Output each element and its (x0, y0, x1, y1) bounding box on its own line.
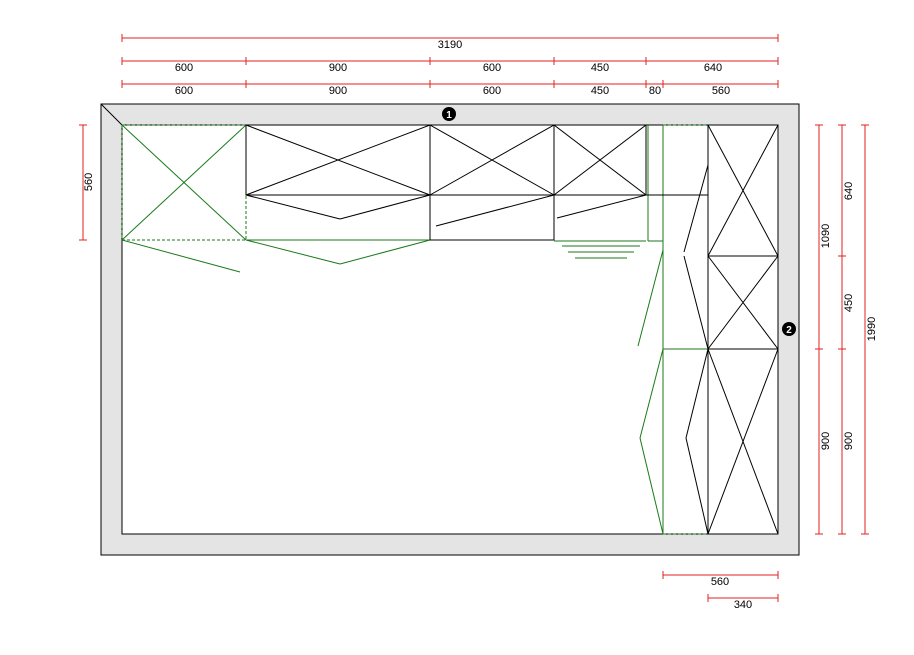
dim-right-inner: 900 (820, 432, 832, 450)
dim-left: 560 (83, 173, 95, 191)
door-swing-line (245, 194, 341, 220)
upper-cabinets (245, 124, 779, 535)
wall-marker-2[interactable]: 2 (782, 322, 796, 336)
dim-top-row1: 600 (483, 62, 501, 74)
dim-top-row2: 600 (483, 85, 501, 97)
wall-corner-joint (100, 103, 123, 126)
wall-marker-1-label: 1 (446, 110, 452, 121)
door-swing-line (245, 239, 341, 265)
room-walls (100, 103, 800, 556)
dim-right-inner: 1090 (820, 224, 832, 248)
cabinet-diagonal (553, 124, 647, 196)
cabinet-diagonal (121, 124, 247, 241)
wall-marker-2-label: 2 (786, 325, 792, 336)
dim-top-row2: 450 (591, 85, 609, 97)
dim-top-row2: 600 (175, 85, 193, 97)
dim-top-row2: 80 (649, 85, 661, 97)
door-swing-line (121, 239, 241, 273)
cabinet-diagonal (707, 255, 779, 350)
cabinet-diagonal (707, 124, 779, 257)
dim-top-row1: 600 (175, 62, 193, 74)
wall-marker-1[interactable]: 1 (442, 107, 456, 121)
door-swing-line (639, 437, 664, 535)
door-swing-line (435, 194, 555, 227)
door-swing-line (685, 348, 709, 439)
dim-right-middle: 450 (843, 294, 855, 312)
door-swing-line (339, 239, 431, 265)
door-swing-line (683, 255, 709, 350)
upper-cabinet-right-column (707, 124, 779, 535)
cabinet-diagonal (707, 348, 779, 535)
dimension-lines (79, 34, 869, 602)
wall-outline (100, 103, 800, 556)
dim-right-middle: 640 (843, 182, 855, 200)
dim-top-row1: 900 (329, 62, 347, 74)
dim-right-outer: 1990 (866, 317, 878, 341)
dim-top-row2: 900 (329, 85, 347, 97)
dim-right-middle: 900 (843, 432, 855, 450)
door-swing-line (685, 437, 709, 535)
dim-top-row1: 450 (591, 62, 609, 74)
base-cabinets (121, 124, 779, 535)
dim-top-overall: 3190 (438, 39, 462, 51)
door-swing-line (556, 194, 647, 219)
dim-bottom: 560 (711, 576, 729, 588)
dimension-labels: 3190 600 900 600 450 640 600 900 600 450… (83, 39, 878, 611)
dim-top-row1: 640 (704, 62, 722, 74)
door-swing-line (339, 194, 431, 220)
upper-cabinet-450 (553, 124, 647, 196)
door-swing-line (637, 249, 664, 347)
cabinet-diagonal (429, 124, 555, 196)
dim-top-row2: 560 (712, 85, 730, 97)
cabinet-diagonal (245, 124, 431, 196)
door-swing-line (683, 164, 709, 253)
base-cabinet-600 (429, 194, 555, 241)
door-swing-line (639, 348, 664, 439)
dim-bottom: 340 (734, 599, 752, 611)
